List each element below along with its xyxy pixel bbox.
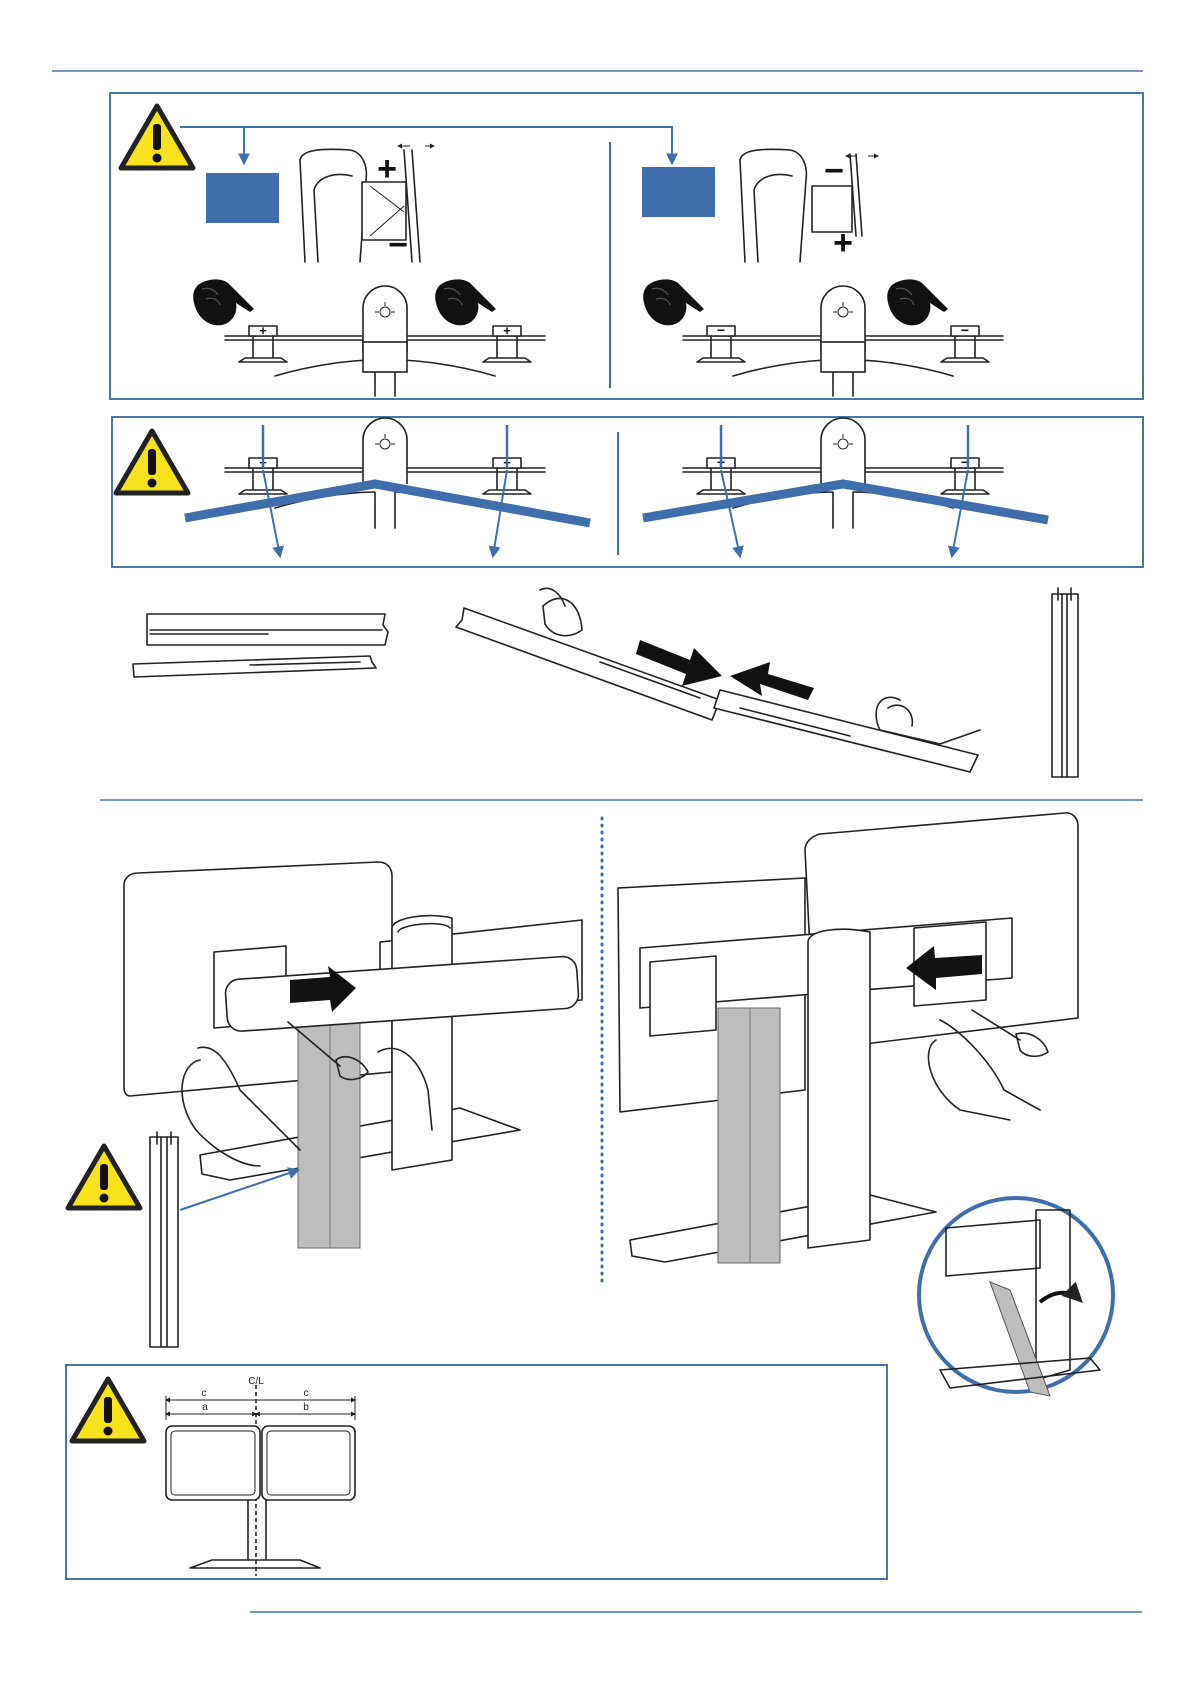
plus-sign: + bbox=[833, 224, 853, 262]
plus-sign: + bbox=[377, 150, 397, 188]
dimension-panel: C/L c c a b bbox=[66, 1365, 887, 1579]
warning-triangle-icon bbox=[121, 106, 193, 168]
monitor-side-view-right: − + bbox=[740, 149, 878, 262]
callout-box-right bbox=[642, 167, 715, 217]
monitor-side-view-left: + − bbox=[300, 146, 434, 264]
stand-angle-view-left: + + bbox=[225, 418, 545, 528]
stand-top-view-right: − − bbox=[683, 286, 1003, 396]
angle-adjust-panel: + + − − bbox=[112, 417, 1143, 567]
stand-top-view-left: + + bbox=[225, 286, 545, 396]
svg-text:−: − bbox=[717, 322, 725, 338]
pointing-hand-icon bbox=[193, 279, 254, 325]
detail-circle bbox=[919, 1198, 1113, 1396]
left-monitor-install bbox=[124, 862, 582, 1248]
svg-text:−: − bbox=[961, 322, 969, 338]
cable-cover-detail bbox=[150, 1132, 178, 1347]
dim-label-a: a bbox=[202, 1402, 208, 1413]
pointing-hand-icon bbox=[643, 279, 704, 325]
centerline-label: C/L bbox=[248, 1376, 264, 1387]
warning-triangle-icon bbox=[68, 1146, 140, 1208]
callout-box-left bbox=[206, 173, 279, 223]
svg-text:+: + bbox=[503, 323, 511, 338]
dim-label-b: b bbox=[303, 1402, 309, 1413]
right-monitor-install bbox=[618, 813, 1078, 1263]
pointing-hand-icon bbox=[887, 279, 948, 325]
dim-label-c-left: c bbox=[202, 1388, 207, 1399]
cable-cover-parts bbox=[133, 614, 388, 677]
tension-adjust-panel: + − + + − + bbox=[110, 93, 1143, 399]
cable-cover-join bbox=[456, 588, 980, 772]
pointing-hand-icon bbox=[435, 279, 496, 325]
warning-triangle-icon bbox=[116, 431, 188, 493]
svg-text:+: + bbox=[259, 323, 267, 338]
cable-cover-assembled bbox=[1052, 588, 1078, 777]
dim-label-c-right: c bbox=[304, 1388, 309, 1399]
minus-sign: − bbox=[824, 152, 844, 190]
warning-triangle-icon bbox=[72, 1379, 144, 1441]
minus-sign: − bbox=[388, 226, 408, 264]
